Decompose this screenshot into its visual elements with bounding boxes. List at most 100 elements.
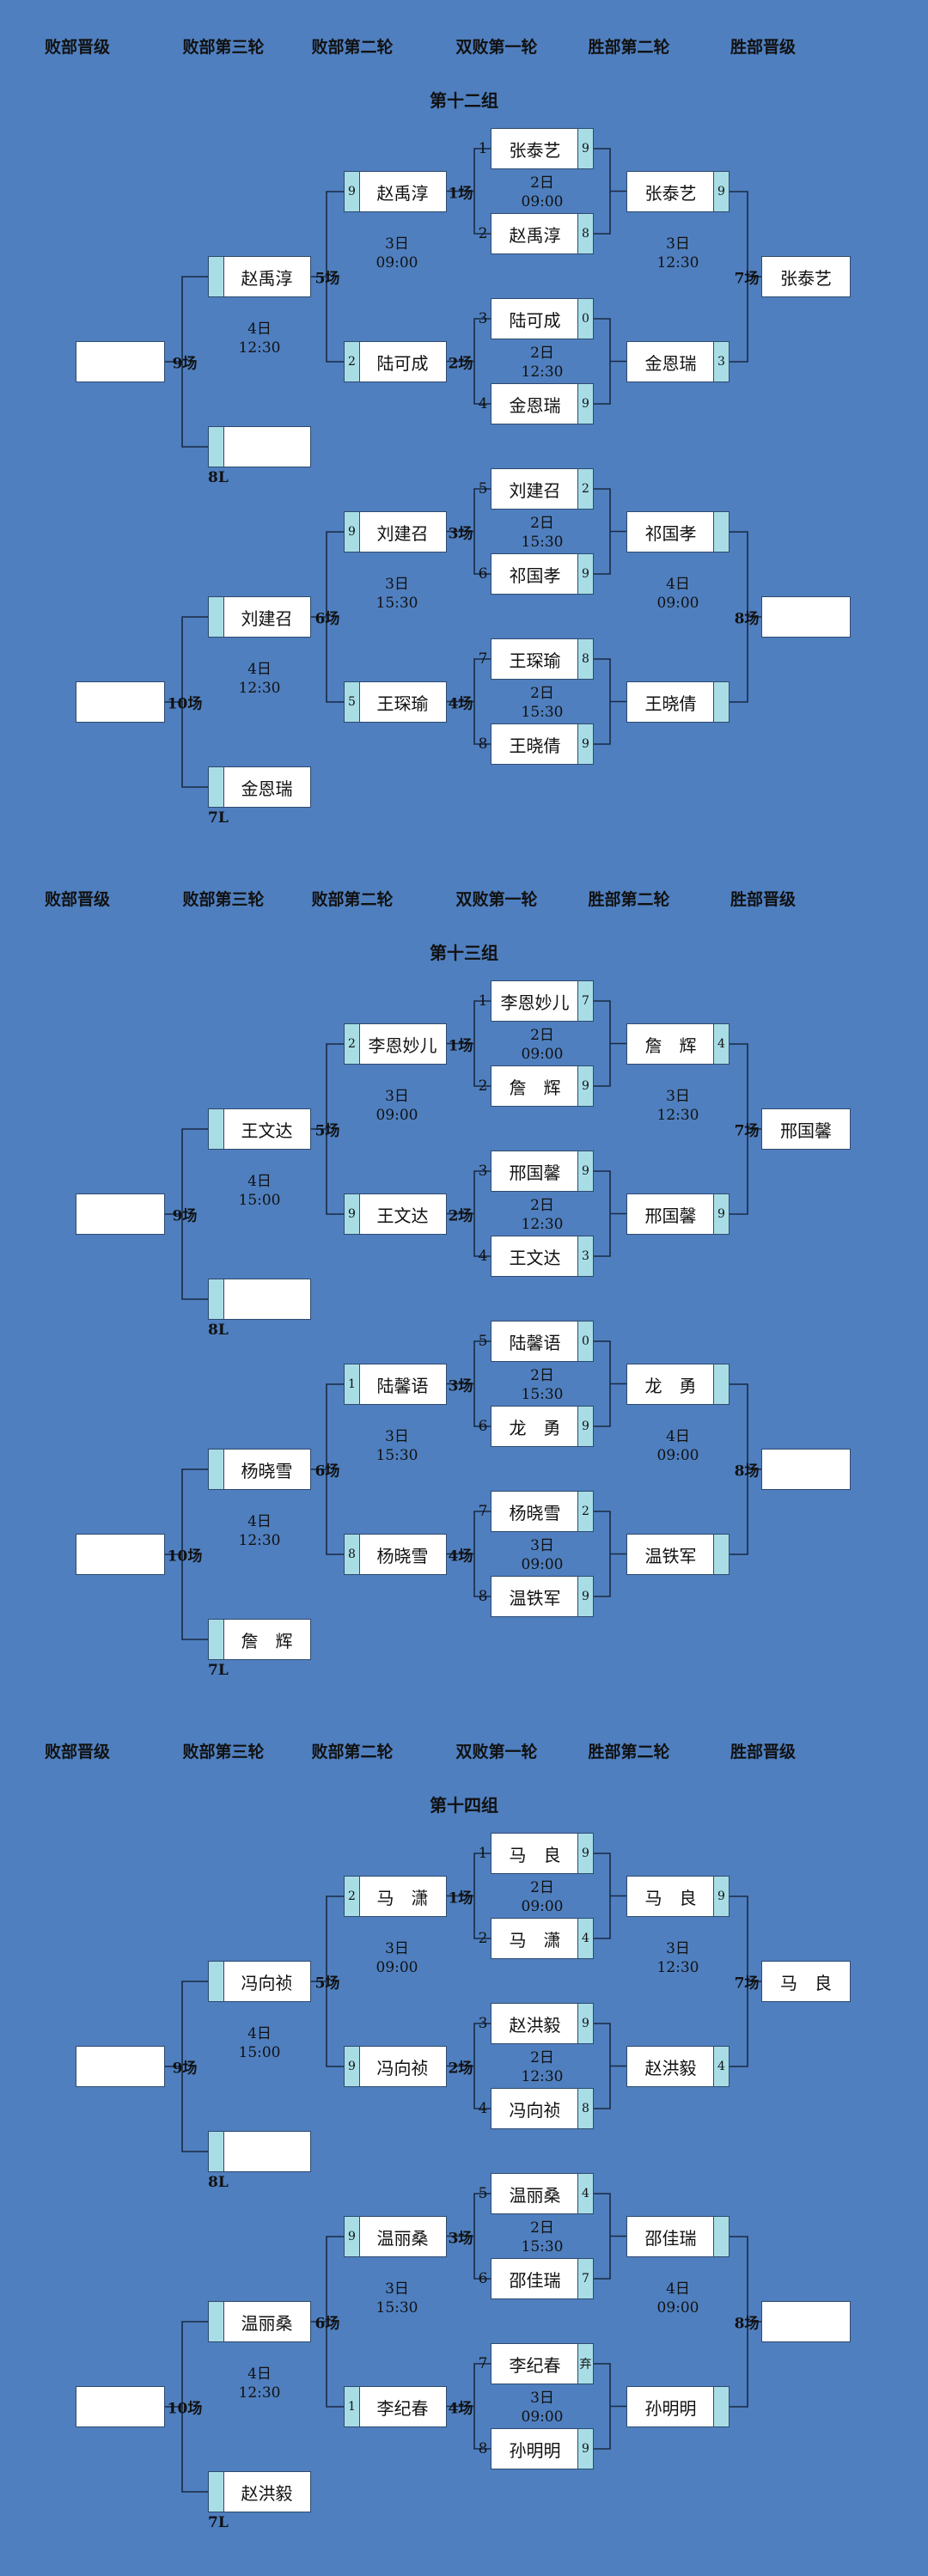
group-3-match-label: 6场 [314, 2315, 340, 2333]
group-1-seed: 3 [478, 310, 488, 327]
group-2-r1-loser-bracket [473, 1340, 491, 1427]
group-2-losers-qualified-name [76, 1194, 164, 1234]
group-2-column-header: 胜部晋级 [730, 890, 796, 909]
group-1-losers-r2-time-clock: 15:30 [375, 595, 418, 612]
group-2-winners-r2-entry-score: 9 [713, 1194, 729, 1234]
group-1-seed: 2 [478, 225, 488, 242]
group-1-r1-winner-bracket [594, 488, 611, 575]
group-1-losers-r2-entry-name: 王琛瑜 [376, 693, 429, 714]
group-2-match-label: 7场 [734, 1122, 760, 1140]
group-1-r1-time-day: 2日 [530, 345, 554, 362]
group-1-match-label: 6场 [314, 610, 340, 628]
group-2-losers-r2-time-clock: 09:00 [375, 1107, 418, 1124]
group-2-seed: 7 [478, 1503, 488, 1520]
group-2-winners-qualified-name [762, 1450, 850, 1489]
group-3-seed: 8 [478, 2440, 488, 2457]
group-2-r1-winner-bracket [594, 1340, 611, 1427]
group-1-seed: 1 [478, 140, 488, 157]
group-1-drop-tag: 8L [208, 469, 229, 486]
group-3-r1-winner-bracket [594, 1853, 611, 1939]
group-3-losers-r3-time-day: 4日 [247, 2025, 272, 2042]
group-2-winners-qualified-name: 邢国馨 [780, 1120, 832, 1141]
group-3-losers-r3-entry-score [209, 2302, 224, 2341]
group-1-column-header: 胜部第二轮 [588, 38, 670, 57]
group-3-winners-r2-entry: 孙明明 [626, 2386, 730, 2427]
group-3-r1-entry-name: 马 潇 [509, 1929, 561, 1950]
group-3-match-label: 1场 [448, 1889, 473, 1907]
group-1-winners-r2-time-day: 4日 [666, 576, 690, 593]
group-2-losers-r2-entry-score: 9 [345, 1194, 360, 1234]
group-1-r1-entry-score: 9 [577, 554, 593, 594]
group-3-match-label: 8场 [734, 2315, 760, 2333]
group-1-winners-qualified-name [762, 597, 850, 637]
group-1-r1-time-clock: 15:30 [521, 534, 564, 551]
group-2-r1-time-clock: 09:00 [521, 1046, 564, 1063]
group-2-losers-qualified [76, 1534, 165, 1575]
group-3-r1-entry-score: 7 [577, 2259, 593, 2298]
group-3-winners-r2-entry-name: 孙明明 [644, 2397, 697, 2419]
group-3-r1-loser-bracket [473, 2023, 491, 2109]
group-2-title: 第十三组 [430, 943, 498, 963]
group-2-losers-r3-time-clock: 15:00 [238, 1192, 281, 1209]
group-3-r1-winner-bracket [594, 2023, 611, 2109]
group-1-losers-r3-entry: 金恩瑞 [208, 766, 311, 808]
group-3-drop-tag: 7L [208, 2514, 229, 2531]
group-3-losers-r2-entry-name: 温丽桑 [376, 2227, 429, 2249]
group-3-r1-entry-score: 9 [577, 1834, 593, 1873]
group-2-match-label: 2场 [448, 1207, 473, 1224]
group-3-losers-r2-entry-name: 马 潇 [376, 1887, 429, 1908]
group-2-winners-r2-entry-score [713, 1535, 729, 1574]
group-1-r1-loser-bracket [473, 658, 491, 745]
group-2-losers-r2-time-day: 3日 [385, 1088, 409, 1105]
group-1-r1-entry-name: 祁国孝 [509, 565, 561, 586]
group-2-losers-r3-entry-name: 王文达 [241, 1120, 293, 1141]
group-3-r1-loser-bracket [473, 2193, 491, 2280]
group-3-match-label: 2场 [448, 2060, 473, 2077]
group-2-r1-loser-bracket [473, 1170, 491, 1257]
group-1-winners-r2-entry-name: 金恩瑞 [644, 352, 697, 374]
group-3-winners-r2-time-day: 3日 [666, 1940, 690, 1957]
group-1-winners-r2-entry-score [713, 682, 729, 722]
group-1-r1-time-clock: 09:00 [521, 193, 564, 211]
group-3-losers-r3-entry-name: 温丽桑 [241, 2312, 293, 2334]
group-2-r1-time-clock: 15:30 [521, 1386, 564, 1403]
group-2-winners-r2-time-day: 3日 [666, 1088, 690, 1105]
group-2-losers-r2-time-day: 3日 [385, 1428, 409, 1445]
group-2-r1-time-day: 2日 [530, 1197, 554, 1214]
group-1-column-header: 败部第二轮 [311, 38, 394, 57]
group-2-losers-r2-entry-name: 陆馨语 [376, 1375, 429, 1396]
group-2-losers-r3-entry-score [209, 1450, 224, 1489]
group-3-winners-r2-entry-name: 马 良 [644, 1887, 697, 1908]
group-1-match-label: 8场 [734, 610, 760, 628]
group-3-seed: 3 [478, 2015, 488, 2032]
group-2-r1-time-clock: 12:30 [521, 1216, 564, 1233]
group-2-winners-r2-entry-name: 温铁军 [644, 1545, 697, 1566]
group-2-losers-r2-entry-score: 2 [345, 1024, 360, 1064]
group-2-match-label: 3场 [448, 1377, 473, 1395]
group-3-r1-winner-bracket [594, 2193, 611, 2280]
group-2-losers-r2-entry-name: 王文达 [376, 1205, 429, 1226]
group-1-r1-time-clock: 12:30 [521, 363, 564, 381]
group-3-seed: 2 [478, 1930, 488, 1947]
group-3-losers-r3-entry: 冯向祯 [208, 1961, 311, 2002]
group-3-r1-entry-name: 温丽桑 [509, 2184, 561, 2206]
group-3-match-label: 7场 [734, 1975, 760, 1993]
